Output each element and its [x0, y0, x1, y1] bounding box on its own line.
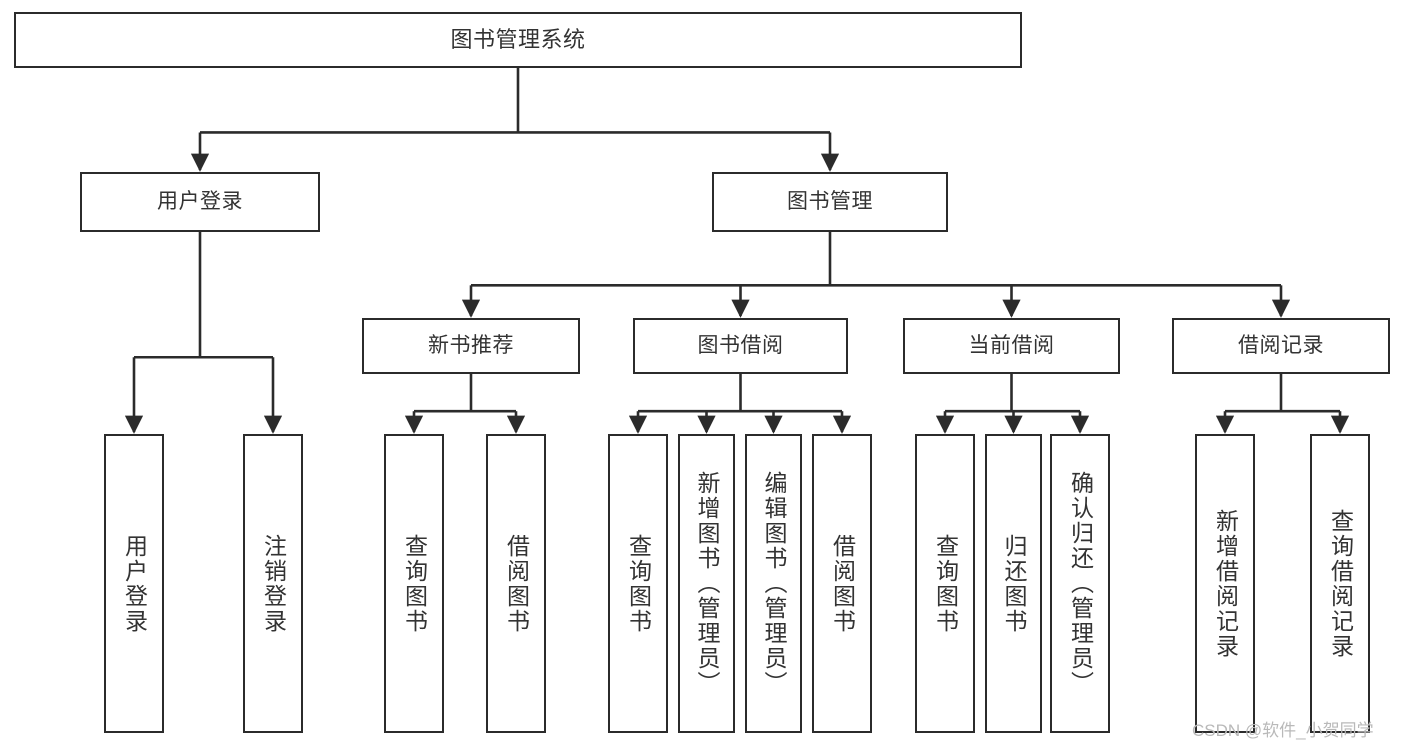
leaf-current-confirm-return[interactable]: 确认归还（管理员） [1050, 434, 1110, 733]
node-label: 查询图书 [625, 533, 652, 634]
node-label: 确认归还（管理员） [1067, 471, 1094, 696]
node-label: 当前借阅 [968, 334, 1055, 358]
node-current-borrow[interactable]: 当前借阅 [903, 318, 1120, 374]
node-label: 图书借阅 [697, 334, 784, 358]
node-label: 新增借阅记录 [1212, 508, 1239, 659]
node-label: 归还图书 [1001, 533, 1027, 634]
node-label: 借阅记录 [1238, 334, 1324, 358]
node-borrow-record[interactable]: 借阅记录 [1172, 318, 1390, 374]
leaf-user-login[interactable]: 用户登录 [104, 434, 164, 733]
node-label: 查询图书 [401, 533, 428, 634]
leaf-logout[interactable]: 注销登录 [243, 434, 303, 733]
node-new-book-recommend[interactable]: 新书推荐 [362, 318, 580, 374]
node-label: 用户登录 [121, 533, 148, 634]
node-label: 注销登录 [260, 533, 287, 634]
leaf-current-query-book[interactable]: 查询图书 [915, 434, 975, 733]
leaf-borrow-borrow-book[interactable]: 借阅图书 [812, 434, 872, 733]
leaf-recommend-borrow-book[interactable]: 借阅图书 [486, 434, 546, 733]
leaf-record-add[interactable]: 新增借阅记录 [1195, 434, 1255, 733]
leaf-current-return-book[interactable]: 归还图书 [985, 434, 1042, 733]
leaf-borrow-add-book[interactable]: 新增图书（管理员） [678, 434, 735, 733]
node-label: 新增图书（管理员） [694, 471, 720, 696]
node-label: 新书推荐 [428, 334, 514, 358]
node-user-login[interactable]: 用户登录 [80, 172, 320, 232]
leaf-recommend-query-book[interactable]: 查询图书 [384, 434, 444, 733]
node-label: 图书管理系统 [450, 26, 586, 52]
node-book-manage[interactable]: 图书管理 [712, 172, 948, 232]
node-label: 借阅图书 [503, 533, 530, 634]
node-label: 编辑图书（管理员） [761, 471, 787, 696]
watermark: CSDN @软件_小贺同学 [1192, 721, 1374, 740]
node-label: 用户登录 [157, 190, 243, 214]
node-label: 查询借阅记录 [1327, 508, 1354, 659]
leaf-borrow-edit-book[interactable]: 编辑图书（管理员） [745, 434, 802, 733]
node-label: 借阅图书 [829, 533, 856, 634]
node-label: 图书管理 [787, 190, 873, 214]
node-book-borrow[interactable]: 图书借阅 [633, 318, 848, 374]
leaf-borrow-query-book[interactable]: 查询图书 [608, 434, 668, 733]
node-root[interactable]: 图书管理系统 [14, 12, 1022, 68]
leaf-record-query[interactable]: 查询借阅记录 [1310, 434, 1370, 733]
node-label: 查询图书 [932, 533, 959, 634]
